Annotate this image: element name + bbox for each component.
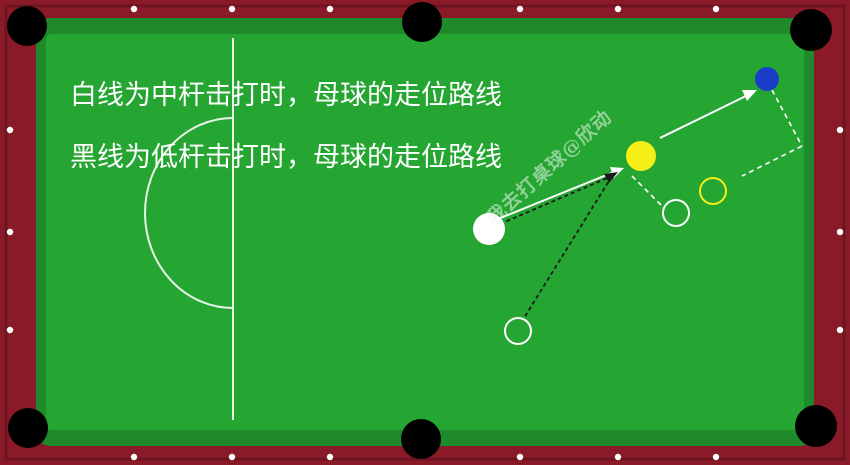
cue-ball	[473, 213, 505, 245]
diamond-marker	[326, 5, 334, 13]
diamond-marker	[516, 5, 524, 13]
diamond-marker	[6, 228, 14, 236]
diamond-marker	[326, 453, 334, 461]
white-path-object-to-blue	[659, 94, 749, 139]
diamond-marker	[614, 453, 622, 461]
pocket-bottom-middle	[401, 419, 441, 459]
ghost-ball-black-line-end	[504, 317, 532, 345]
diamond-marker	[712, 453, 720, 461]
ghost-ball-yellow-outline	[699, 177, 727, 205]
diamond-marker	[228, 5, 236, 13]
diamond-marker	[836, 326, 844, 334]
pocket-bottom-left	[8, 408, 48, 448]
rail-diamonds	[6, 5, 844, 461]
white-path-arrowhead	[742, 90, 757, 101]
pocket-bottom-right	[795, 405, 837, 447]
ghost-ball-white-line-end	[662, 199, 690, 227]
diamond-marker	[712, 5, 720, 13]
pocket-top-middle	[402, 2, 442, 42]
white-dashed-guides	[631, 89, 803, 207]
diamond-marker	[614, 5, 622, 13]
pocket-top-left	[7, 6, 47, 46]
table-felt	[46, 34, 804, 430]
pocket-top-right	[790, 9, 832, 51]
diamond-marker	[130, 5, 138, 13]
yellow-ball	[626, 141, 656, 171]
caption-low-hit: 黑线为低杆击打时，母球的走位路线	[70, 142, 502, 173]
blue-ball	[755, 67, 779, 91]
black-dashed-paths	[499, 175, 613, 319]
diamond-marker	[516, 453, 524, 461]
diamond-marker	[6, 326, 14, 334]
diamond-marker	[6, 126, 14, 134]
diamond-marker	[836, 228, 844, 236]
diamond-marker	[228, 453, 236, 461]
caption-center-hit: 白线为中杆击打时，母球的走位路线	[70, 80, 502, 111]
black-path-arrowhead	[604, 172, 618, 183]
white-path-to-object	[497, 171, 615, 220]
diamond-marker	[130, 453, 138, 461]
baulk-d-arc	[144, 117, 234, 309]
diamond-marker	[836, 126, 844, 134]
